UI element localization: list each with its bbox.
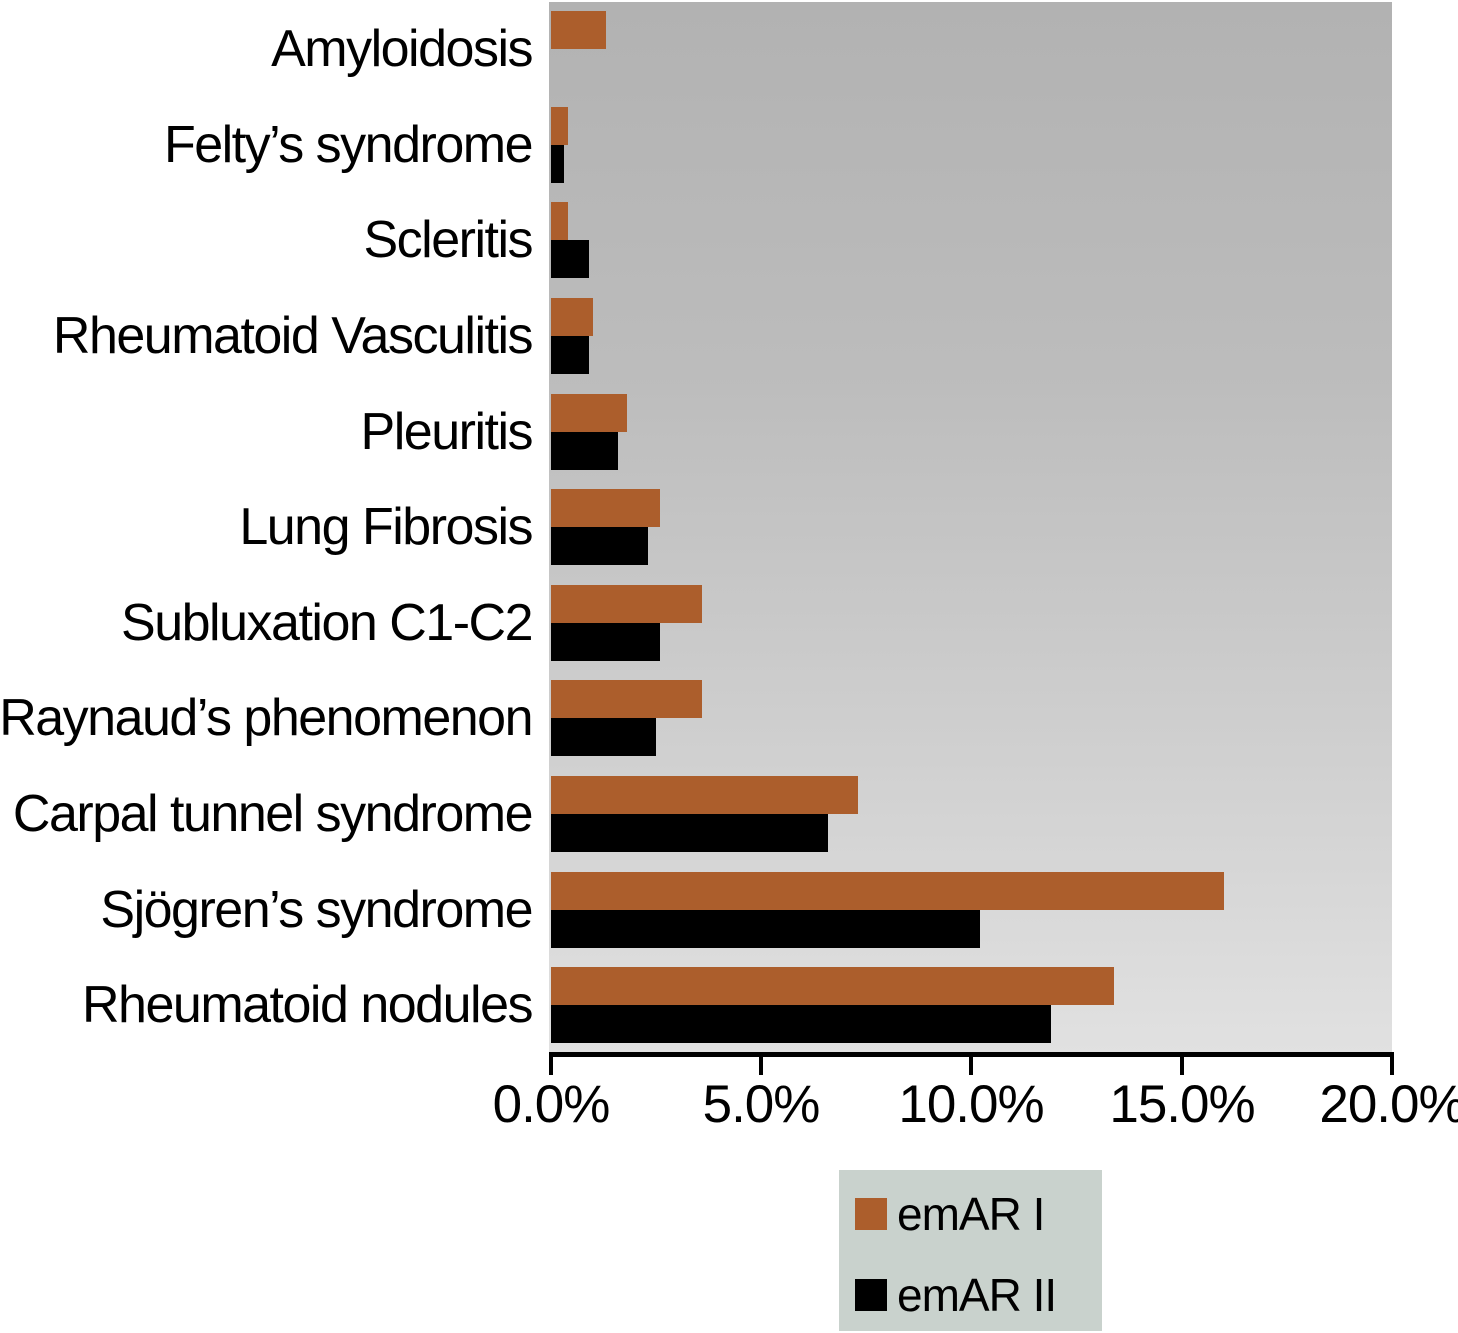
category-label: Scleritis	[363, 211, 533, 269]
x-tick	[1180, 1052, 1184, 1075]
bar-emar-ii	[551, 910, 980, 948]
bar-emar-i	[551, 776, 858, 814]
x-tick	[1390, 1052, 1394, 1075]
bar-emar-i	[551, 585, 702, 623]
category-label: Lung Fibrosis	[239, 498, 533, 556]
x-tick	[759, 1052, 763, 1075]
x-tick-label: 5.0%	[702, 1075, 821, 1134]
bar-emar-i	[551, 394, 627, 432]
bar-emar-i	[551, 202, 568, 240]
category-label: Raynaud’s phenomenon	[0, 689, 533, 747]
bar-emar-i	[551, 489, 660, 527]
bar-emar-ii	[551, 527, 648, 565]
category-label: Amyloidosis	[271, 20, 533, 78]
bar-emar-i	[551, 872, 1224, 910]
bar-emar-ii	[551, 336, 589, 374]
bar-emar-ii	[551, 240, 589, 278]
x-tick-label: 0.0%	[492, 1075, 611, 1134]
legend-swatch-emar-ii	[855, 1279, 887, 1311]
bar-emar-ii	[551, 1005, 1051, 1043]
x-tick-label: 15.0%	[1109, 1075, 1255, 1134]
category-label: Sjögren’s syndrome	[100, 881, 533, 939]
category-label: Pleuritis	[360, 403, 534, 461]
x-tick-label: 20.0%	[1319, 1075, 1458, 1134]
bar-emar-i	[551, 11, 606, 49]
bar-emar-ii	[551, 814, 828, 852]
x-tick	[549, 1052, 553, 1075]
x-tick	[969, 1052, 973, 1075]
category-label: Felty’s syndrome	[163, 116, 534, 174]
bar-emar-ii	[551, 623, 660, 661]
bar-emar-i	[551, 107, 568, 145]
legend: emAR I emAR II	[839, 1170, 1102, 1331]
legend-item-emar-ii: emAR II	[855, 1269, 1057, 1321]
category-label: Rheumatoid nodules	[82, 976, 534, 1034]
legend-label-emar-i: emAR I	[897, 1188, 1045, 1240]
category-label: Carpal tunnel syndrome	[12, 785, 534, 843]
bar-emar-i	[551, 680, 702, 718]
category-label: Rheumatoid Vasculitis	[52, 307, 534, 365]
bar-emar-ii	[551, 145, 564, 183]
bar-emar-i	[551, 298, 593, 336]
x-tick-label: 10.0%	[898, 1075, 1044, 1134]
category-label: Subluxation C1-C2	[121, 594, 533, 652]
bar-emar-ii	[551, 432, 618, 470]
legend-item-emar-i: emAR I	[855, 1188, 1045, 1240]
legend-swatch-emar-i	[855, 1198, 887, 1230]
bar-emar-ii	[551, 718, 656, 756]
legend-label-emar-ii: emAR II	[897, 1269, 1057, 1321]
bar-emar-i	[551, 967, 1114, 1005]
